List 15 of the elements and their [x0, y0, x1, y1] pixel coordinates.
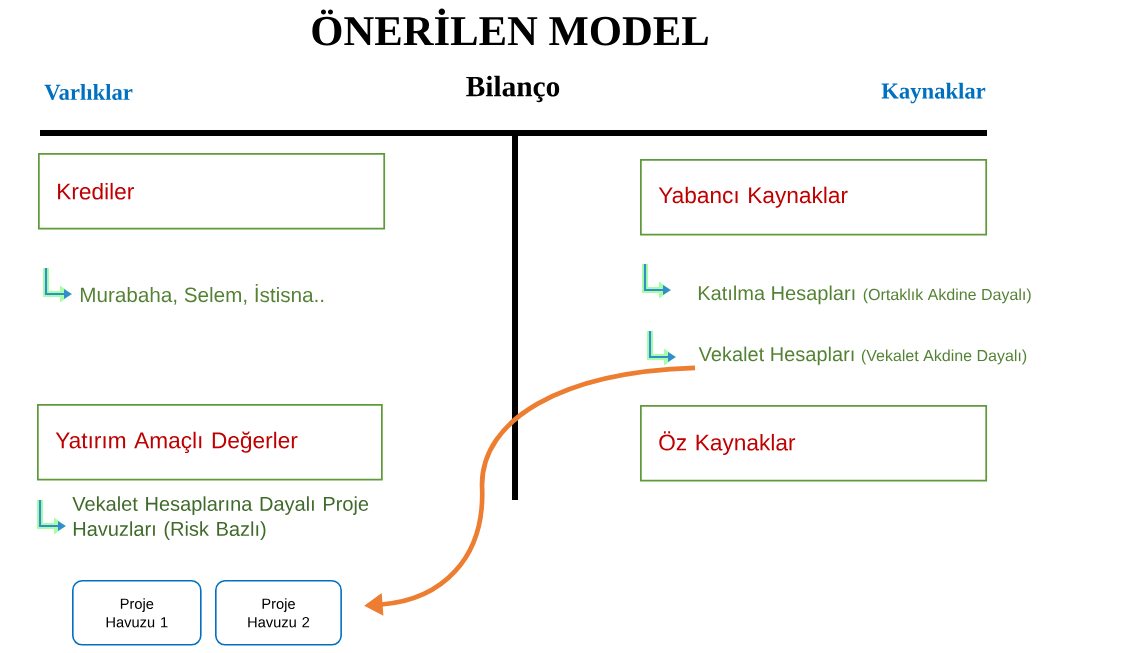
- pool-box: Proje Havuzu 2: [215, 580, 342, 646]
- item-text: Vekalet Hesaplarına Dayalı Proje Havuzları (Risk Bazlı): [72, 496, 369, 540]
- column-heading: Varlıklar: [44, 83, 133, 101]
- item-text: Murabaha, Selem, İstisna..: [80, 284, 324, 305]
- account-box: Yabancı Kaynaklar: [640, 159, 988, 236]
- column-heading: Kaynaklar: [881, 82, 986, 104]
- account-box: Yatırım Amaçlı Değerler: [37, 404, 383, 481]
- item-text: Katılma Hesapları: [698, 285, 855, 305]
- pool-box: Proje Havuzu 1: [72, 580, 202, 646]
- title: ÖNERİLEN MODEL: [312, 8, 708, 46]
- item-text: Vekalet Hesapları (Vekalet Akdine Dayalı): [698, 346, 1027, 366]
- account-box: Öz Kaynaklar: [640, 405, 988, 482]
- item-note: (Ortaklık Akdine Dayalı): [863, 288, 1031, 304]
- table-heading: Bilanço: [466, 75, 560, 103]
- account-box: Krediler: [38, 153, 386, 230]
